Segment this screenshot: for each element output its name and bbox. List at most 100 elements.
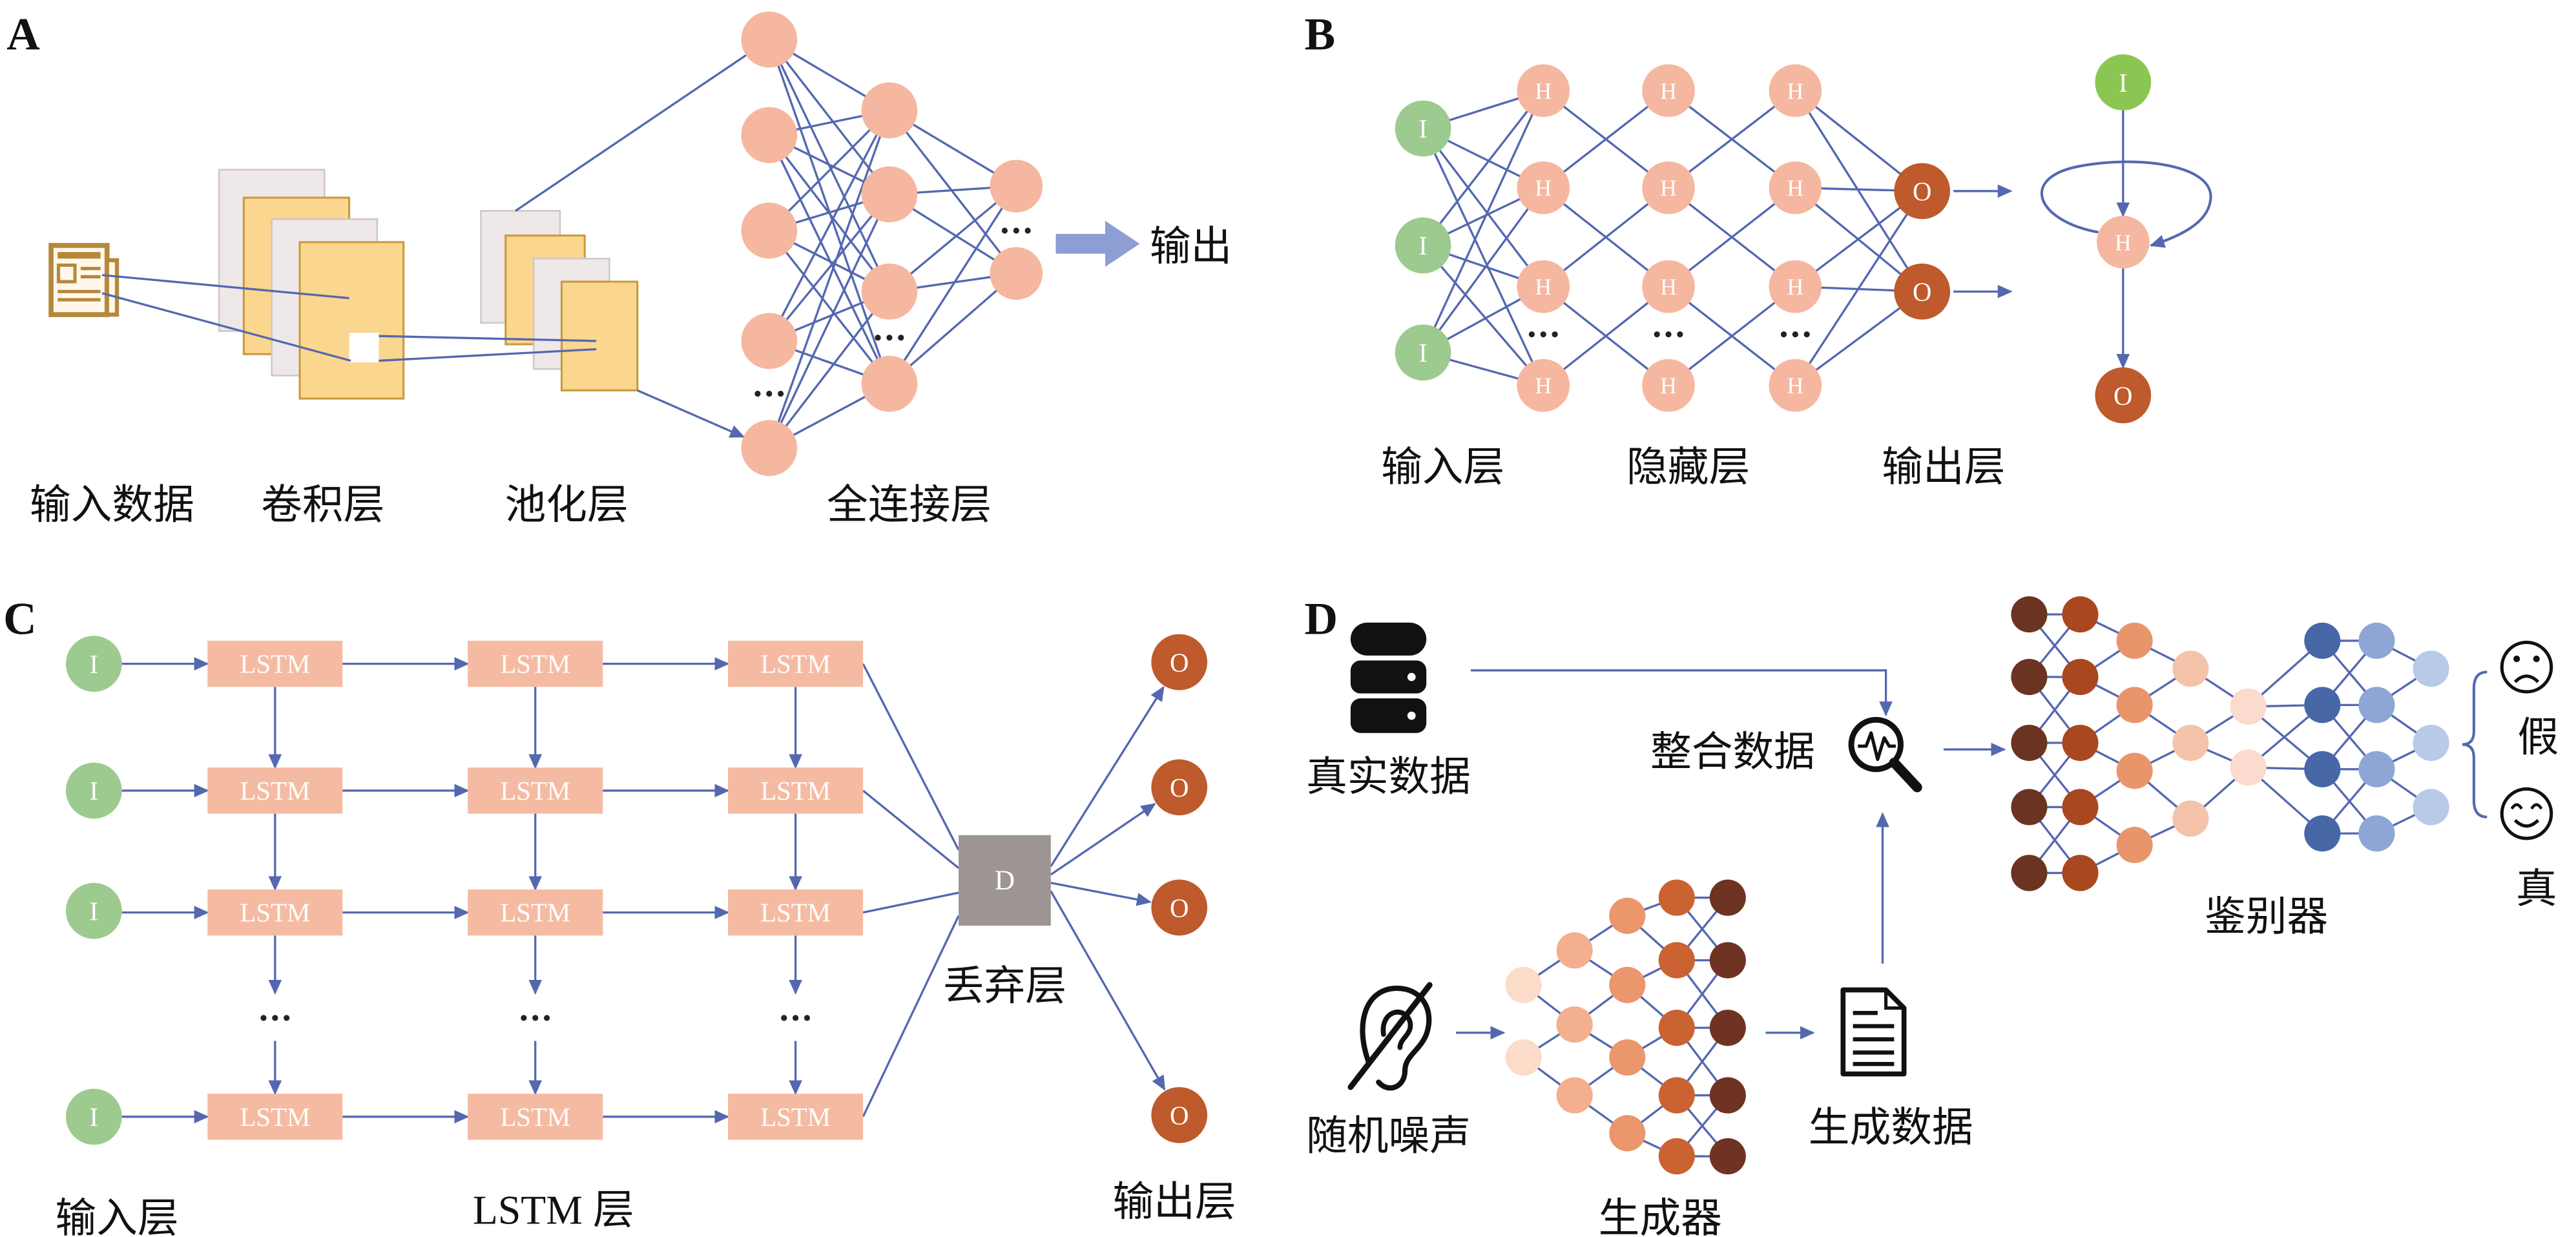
- waveform: [1858, 731, 1896, 762]
- output-arrow: [1055, 220, 1140, 267]
- input-node: I: [65, 762, 122, 819]
- generator-node: [1609, 1039, 1646, 1076]
- panel-label-b: B: [1304, 9, 1335, 60]
- fc-connection: [888, 273, 1017, 385]
- document-icon: [48, 243, 119, 317]
- ellipsis-dot: [1654, 331, 1660, 338]
- lstm-cell: LSTM: [728, 1094, 864, 1140]
- input-layer-caption: 输入层: [55, 1195, 178, 1237]
- output-layer-caption: 输出层: [1882, 444, 2005, 490]
- discriminator-node: [2304, 815, 2341, 852]
- generator-node: [1658, 1138, 1695, 1175]
- discriminator-node: [2116, 622, 2153, 659]
- lstm-cell-label: LSTM: [500, 776, 570, 806]
- hidden-node-label: H: [1787, 373, 1803, 399]
- ellipsis-dot: [521, 1015, 527, 1021]
- hidden-node: H: [1642, 161, 1695, 214]
- file-text-icon: [1840, 987, 1907, 1077]
- discriminator-node: [2304, 687, 2341, 723]
- ellipsis-dot: [1013, 227, 1019, 234]
- generator-node: [1709, 879, 1746, 916]
- lstm-cell-box: [728, 767, 864, 814]
- ellipsis-dot: [804, 1015, 811, 1021]
- fc-connection: [768, 193, 891, 342]
- ellipsis-dot: [1540, 331, 1546, 338]
- magnifier-handle: [1889, 757, 1922, 793]
- generated-data-caption: 生成数据: [1809, 1105, 1973, 1150]
- hidden-node-label: H: [1660, 373, 1677, 399]
- fc-node-circle: [741, 107, 798, 163]
- input-node: I: [1395, 324, 1451, 381]
- lstm-cell: LSTM: [468, 1094, 603, 1140]
- ear-slash: [1347, 982, 1433, 1090]
- sad-face-eye: [2513, 655, 2520, 663]
- output-node-circle: [1894, 264, 1951, 320]
- ellipsis-dot: [1552, 331, 1558, 338]
- lstm-cell-label: LSTM: [240, 1103, 310, 1132]
- recurrent-unit: IHO: [2040, 54, 2212, 424]
- lstm-cell: LSTM: [207, 767, 343, 814]
- flatten-line: [515, 54, 747, 212]
- hidden-node-circle: [1769, 260, 1822, 313]
- discriminator-caption: 鉴别器: [2205, 894, 2328, 940]
- smiley-face-mouth: [2513, 818, 2540, 828]
- lstm-cell-box: [207, 889, 343, 936]
- input-node: I: [1395, 217, 1451, 274]
- fc-node-circle: [990, 247, 1043, 300]
- output-node: O: [1151, 634, 1208, 691]
- hidden-layer-caption: 隐藏层: [1626, 444, 1750, 490]
- fc-connection: [888, 185, 1017, 385]
- panel-label-c: C: [3, 594, 37, 645]
- input-node-circle: [2095, 54, 2152, 110]
- file-corner: [1884, 990, 1904, 1010]
- discriminator-node: [2062, 789, 2099, 826]
- connection: [1794, 190, 1924, 386]
- ellipsis-dot: [886, 335, 893, 341]
- lstm-cell-box: [728, 1094, 864, 1140]
- output-layer-caption: 输出层: [1112, 1179, 1236, 1225]
- fc-node-circle: [861, 264, 918, 320]
- hidden-node: H: [1517, 260, 1570, 313]
- output-node-label: O: [1170, 1101, 1189, 1130]
- hidden-node-label: H: [1660, 274, 1677, 300]
- discriminator-node: [2413, 650, 2449, 687]
- hidden-node-label: H: [1660, 78, 1677, 104]
- ellipsis-dot: [1803, 331, 1810, 338]
- hidden-node-label: H: [1535, 175, 1552, 201]
- document-icon-picture: [56, 264, 77, 284]
- ellipsis-dots: [754, 390, 784, 397]
- fake-label: 假: [2517, 714, 2559, 760]
- hidden-node-circle: [2096, 216, 2150, 269]
- input-node: I: [1395, 100, 1451, 157]
- discriminator-node: [2172, 724, 2209, 762]
- database-icon-light: [1407, 711, 1416, 720]
- discriminator-node: [2358, 815, 2395, 852]
- hidden-node-circle: [1642, 260, 1695, 313]
- lstm-cell-box: [207, 767, 343, 814]
- fc-connection: [768, 110, 891, 449]
- ellipsis-dot: [778, 390, 784, 397]
- document-icon-fold: [105, 258, 119, 317]
- lstm-cell-label: LSTM: [500, 1103, 570, 1132]
- connection: [1668, 89, 1796, 189]
- dropout-input-line: [862, 891, 959, 914]
- connection: [1668, 286, 1796, 387]
- output-arrow: [1050, 803, 1156, 876]
- lstm-cell: LSTM: [207, 889, 343, 936]
- input-layer-caption: 输入层: [1381, 444, 1504, 490]
- discriminator-node: [2011, 596, 2048, 633]
- input-node: I: [65, 636, 122, 692]
- hidden-node: H: [1769, 359, 1822, 412]
- input-node-label: I: [1418, 114, 1428, 143]
- hidden-node: H: [1642, 64, 1695, 118]
- discriminator-node: [2304, 622, 2341, 659]
- database-icon-light: [1407, 672, 1416, 681]
- output-node: O: [1151, 879, 1208, 936]
- lstm-layer-caption: LSTM 层: [473, 1187, 634, 1233]
- discriminator-node: [2062, 596, 2099, 633]
- discriminator-node: [2116, 827, 2153, 864]
- ellipsis-dots: [781, 1015, 811, 1021]
- connection: [1422, 244, 1544, 386]
- output-node: O: [1151, 1086, 1208, 1143]
